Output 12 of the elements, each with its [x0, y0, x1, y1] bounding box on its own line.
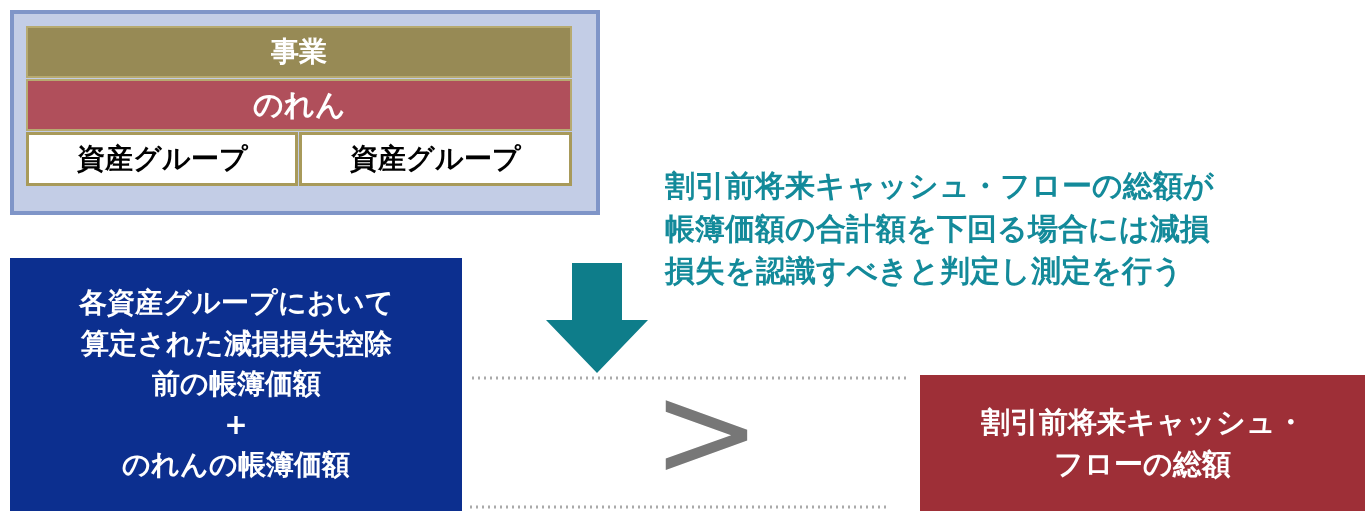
business-band: 事業: [26, 26, 572, 78]
box-text: +: [224, 406, 248, 443]
asset-group-cell: 資産グループ: [299, 132, 572, 186]
box-text: のれんの帳簿価額: [122, 447, 350, 484]
carrying-amount-box: [10, 258, 462, 511]
asset-group-cell: 資産グループ: [26, 132, 298, 186]
note-text: 割引前将来キャッシュ・フローの総額が帳簿価額の合計額を下回る場合には減損損失を認識すべきと判定し測定を行う: [665, 167, 1215, 291]
box-text: 各資産グループにおいて算定された減損損失控除前の帳簿価額: [77, 285, 395, 403]
greater-than-sign: >: [652, 360, 762, 503]
outer-frame: [10, 10, 600, 215]
goodwill-band: のれん: [26, 79, 572, 131]
cash-flow-box: 割引前将来キャッシュ・フローの総額: [920, 375, 1365, 511]
